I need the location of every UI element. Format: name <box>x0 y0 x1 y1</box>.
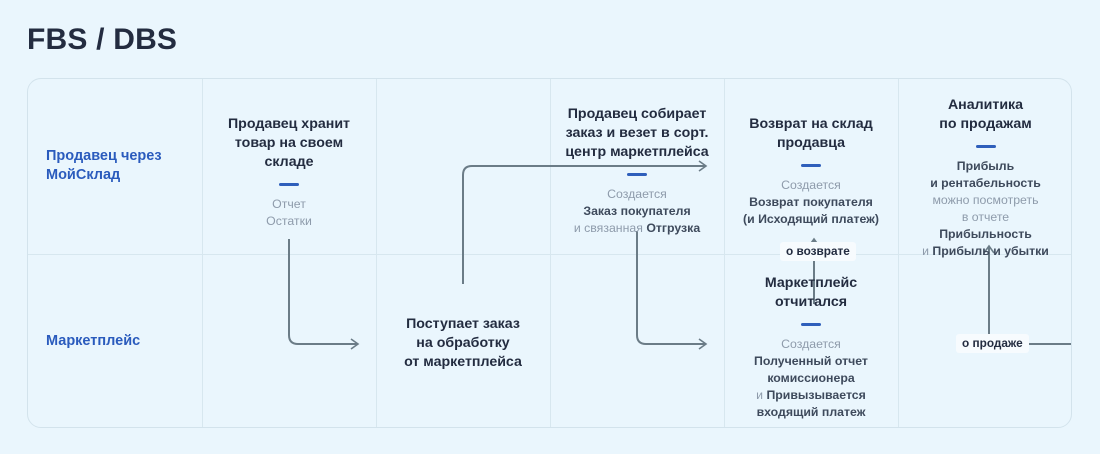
cell-seller-collects-title: Продавец собирает заказ и везет в сорт. … <box>565 106 709 160</box>
arrowhead-collects-to-report <box>698 338 708 350</box>
cell-analytics-title: Аналитика по продажам <box>939 97 1032 132</box>
connector-sale-to-analytics <box>988 246 1071 345</box>
diagram-card: о возврате о продаже Продавец через МойС… <box>27 78 1072 428</box>
divider-dash-icon <box>279 183 299 186</box>
column-separator-4 <box>724 79 725 427</box>
column-separator-2 <box>376 79 377 427</box>
divider-dash-icon <box>801 164 821 167</box>
row-label-seller-text: Продавец через МойСклад <box>46 148 162 183</box>
divider-dash-icon <box>801 323 821 326</box>
cell-marketplace-order: Поступает заказ на обработку от маркетпл… <box>376 315 550 372</box>
arrowhead-storage-to-order <box>350 338 360 350</box>
column-separator-5 <box>898 79 899 427</box>
connector-collects-to-report <box>636 231 705 345</box>
cell-seller-storage-title: Продавец хранит товар на своем складе <box>227 116 350 170</box>
row-label-seller: Продавец через МойСклад <box>28 147 202 185</box>
page-title: FBS / DBS <box>27 23 178 56</box>
divider-dash-icon <box>975 145 996 148</box>
cell-seller-storage: Продавец хранит товар на своем складе От… <box>202 115 376 230</box>
row-label-marketplace: Маркетплейс <box>28 332 202 351</box>
cell-seller-collects: Продавец собирает заказ и везет в сорт. … <box>550 105 724 237</box>
row-label-marketplace-text: Маркетплейс <box>46 333 141 349</box>
cell-marketplace-report-title: Маркетплейс отчитался <box>764 275 858 310</box>
cell-seller-return-title: Возврат на склад продавца <box>749 116 873 151</box>
column-separator-1 <box>202 79 203 427</box>
cell-marketplace-order-title: Поступает заказ на обработку от маркетпл… <box>404 316 522 370</box>
divider-dash-icon <box>627 173 647 176</box>
edge-label-about-return: о возврате <box>780 242 856 261</box>
edge-label-about-sale: о продаже <box>956 334 1029 353</box>
